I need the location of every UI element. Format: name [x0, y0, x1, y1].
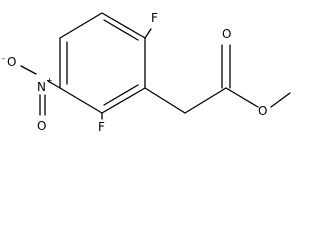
atom-charge-nitro-o-minus: -: [2, 54, 5, 63]
atom-label-f-top: F: [151, 11, 158, 25]
atom-label-ester-o: O: [258, 104, 267, 118]
ring-bond-c5-c6: [59, 12, 103, 39]
benzene-ring: [59, 12, 146, 114]
ring-bond-c6-c1: [101, 12, 146, 39]
substituent-bonds: [20, 28, 291, 120]
atom-label-nitro-o-minus: O: [7, 55, 16, 69]
atom-label-nitro-n: N: [37, 80, 46, 94]
ring-bond-c3-c4: [59, 87, 103, 114]
bond-ch2-carbonyl-c: [184, 87, 227, 114]
bond-c4-nitro-n: [47, 80, 61, 89]
ring-bond-c2-c3: [101, 87, 146, 114]
bond-c1-f-top: [144, 28, 152, 39]
bond-n-o-minus: [20, 65, 37, 75]
ring-double-bond-c6-c1: [103, 19, 139, 41]
atom-labels: F F N + - O O O O: [2, 11, 267, 134]
atom-label-f-bottom: F: [98, 120, 105, 134]
bond-ester-o-methyl: [270, 92, 291, 108]
atom-label-carbonyl-o: O: [222, 27, 231, 41]
atom-label-nitro-o-bottom: O: [37, 119, 46, 133]
ring-double-bond-c2-c3: [103, 84, 139, 106]
chemical-structure-drawing: F F N + - O O O O: [2, 11, 291, 134]
bond-c2-ch2: [144, 87, 186, 114]
bond-c-ester-o: [225, 87, 259, 108]
atom-charge-nitro-n: +: [46, 76, 53, 85]
